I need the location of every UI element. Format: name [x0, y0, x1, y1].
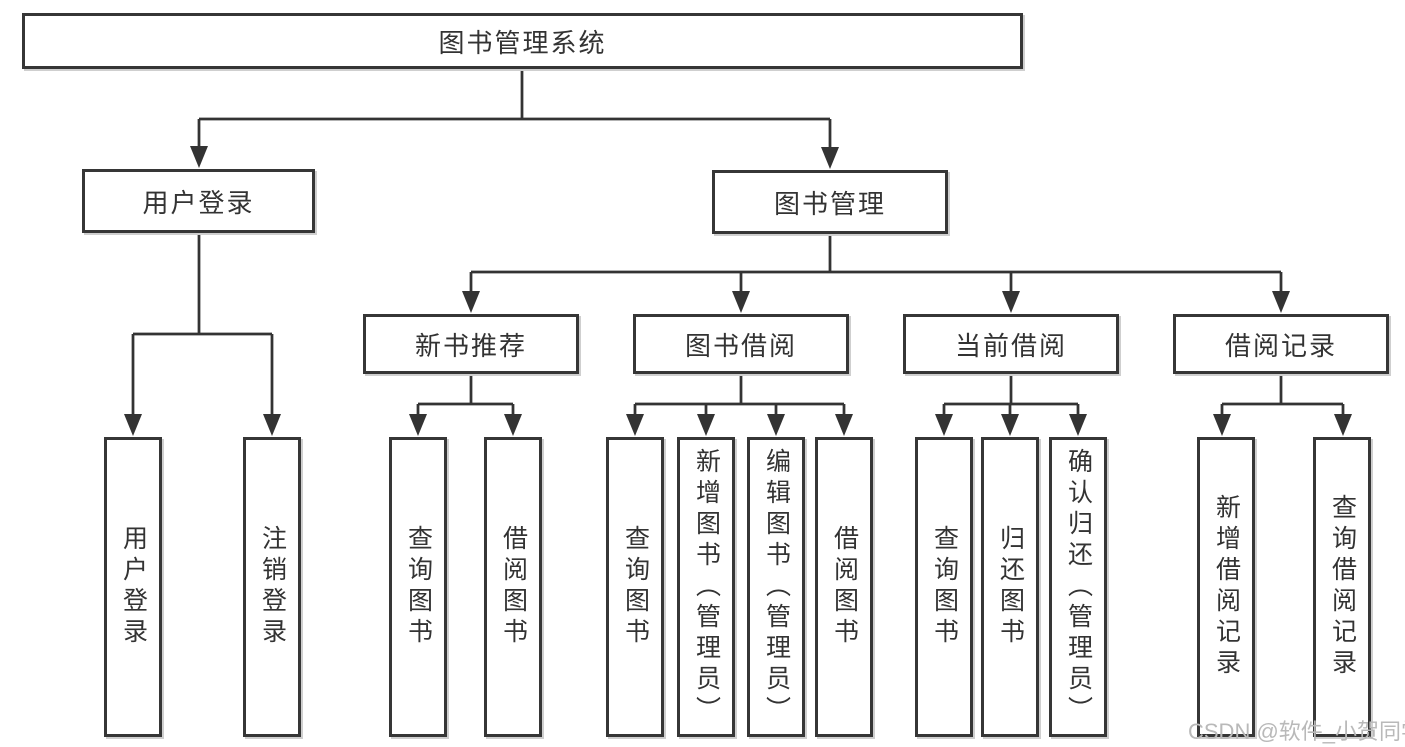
leaf-add-books-admin-label: 新增图书（管理员） [692, 447, 721, 727]
leaf-query-books-newbooks-label: 查询图书 [404, 525, 433, 649]
watermark: CSDN @软件_小贺同学 [1188, 719, 1405, 744]
leaf-confirm-return-admin-label: 确认归还（管理员） [1064, 447, 1093, 727]
leaf-query-books-current-label: 查询图书 [930, 525, 959, 649]
leaf-query-borrow-record: 查询借阅记录 [1313, 437, 1371, 737]
leaf-edit-books-admin-label: 编辑图书（管理员） [762, 447, 791, 727]
node-library-management-system: 图书管理系统 [22, 13, 1023, 69]
node-new-book-recommendation: 新书推荐 [363, 314, 579, 374]
leaf-query-books-borrowing: 查询图书 [606, 437, 664, 737]
leaf-user-login-label: 用户登录 [119, 525, 148, 649]
leaf-borrow-books-newbooks: 借阅图书 [484, 437, 542, 737]
leaf-logout-label: 注销登录 [258, 525, 287, 649]
leaf-query-books-borrowing-label: 查询图书 [621, 525, 650, 649]
leaf-confirm-return-admin: 确认归还（管理员） [1049, 437, 1107, 737]
leaf-edit-books-admin: 编辑图书（管理员） [747, 437, 805, 737]
leaf-return-books: 归还图书 [981, 437, 1039, 737]
leaf-return-books-label: 归还图书 [996, 525, 1025, 649]
node-borrowing-records: 借阅记录 [1173, 314, 1389, 374]
leaf-borrow-books-borrowing-label: 借阅图书 [830, 525, 859, 649]
leaf-add-borrow-record: 新增借阅记录 [1197, 437, 1255, 737]
node-current-borrowing: 当前借阅 [903, 314, 1119, 374]
leaf-user-login: 用户登录 [104, 437, 162, 737]
leaf-borrow-books-newbooks-label: 借阅图书 [499, 525, 528, 649]
node-book-management: 图书管理 [712, 170, 948, 234]
node-book-borrowing: 图书借阅 [633, 314, 849, 374]
leaf-add-books-admin: 新增图书（管理员） [677, 437, 735, 737]
leaf-query-books-current: 查询图书 [915, 437, 973, 737]
leaf-query-books-newbooks: 查询图书 [389, 437, 447, 737]
node-user-login: 用户登录 [82, 169, 315, 233]
leaf-add-borrow-record-label: 新增借阅记录 [1212, 494, 1241, 680]
leaf-borrow-books-borrowing: 借阅图书 [815, 437, 873, 737]
leaf-query-borrow-record-label: 查询借阅记录 [1328, 494, 1357, 680]
leaf-logout: 注销登录 [243, 437, 301, 737]
